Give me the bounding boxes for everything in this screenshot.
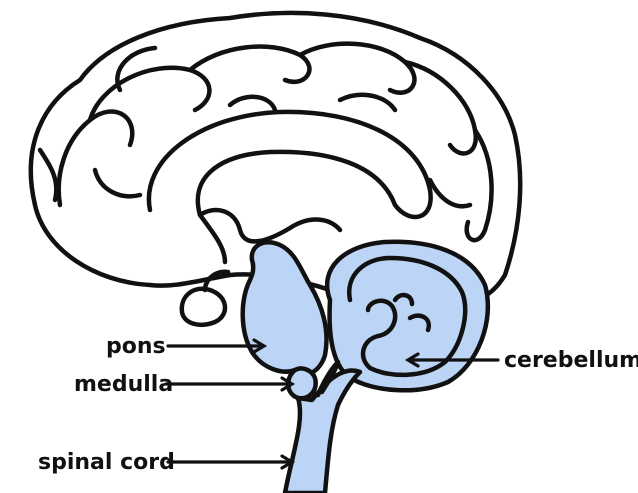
label-medulla: medulla bbox=[74, 372, 173, 397]
label-pons: pons bbox=[106, 334, 166, 359]
label-cerebellum: cerebellum bbox=[504, 348, 638, 373]
label-spinal-cord: spinal cord bbox=[38, 450, 175, 475]
pituitary bbox=[182, 289, 225, 325]
